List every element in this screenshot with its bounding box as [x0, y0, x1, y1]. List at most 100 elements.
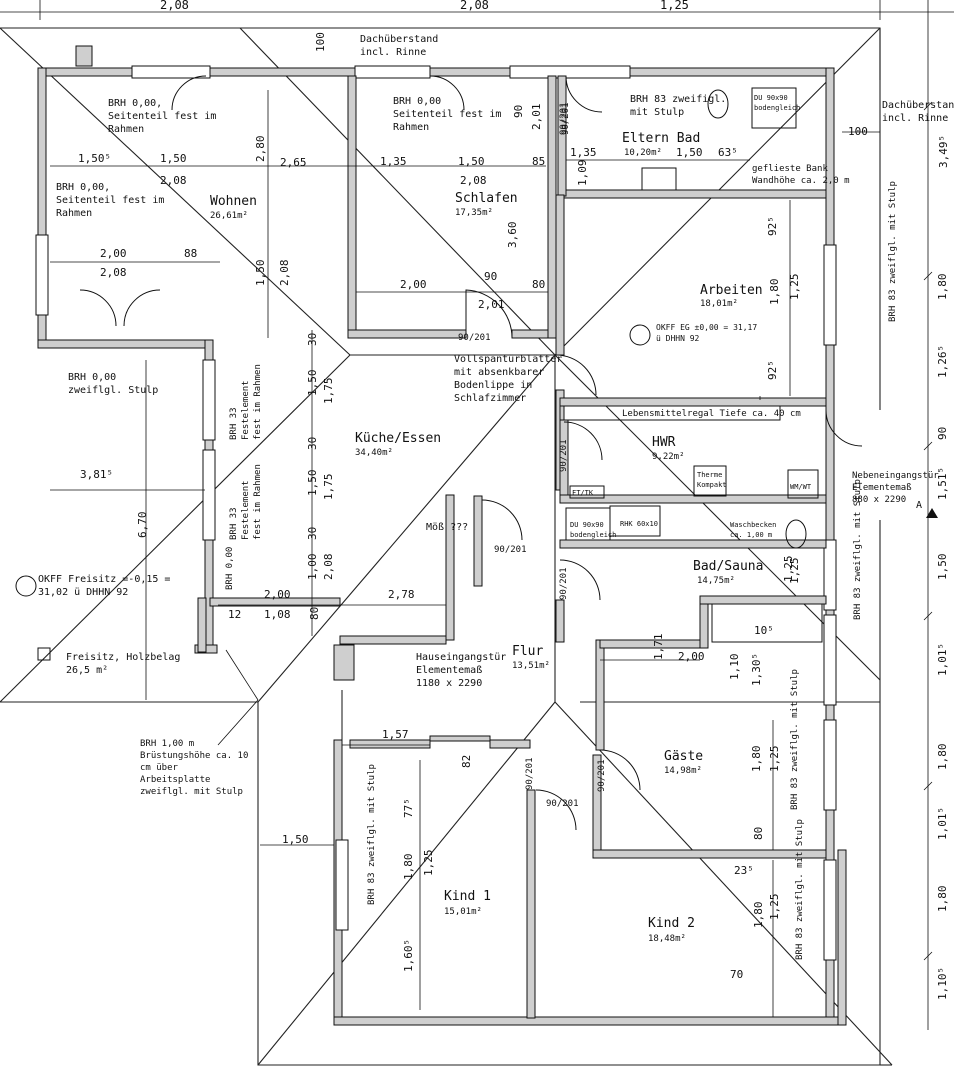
dimension-label: 1,25 [768, 746, 781, 773]
annotation-moeb: Möß ??? [426, 522, 468, 533]
dimension-label: 1,60⁵ [402, 939, 415, 972]
section-mark: A [916, 500, 938, 518]
annotation-line: Rahmen [393, 122, 429, 133]
room-kind1-area: 15,01m² [444, 907, 482, 917]
annotation-line: ca. 1,00 m [730, 531, 772, 539]
annotation-line: Schlafzimmer [454, 393, 526, 404]
annotation-line: geflieste Bank [752, 164, 828, 174]
top-dim-2: 2,08 [460, 0, 489, 12]
annotation-line: Arbeitsplatte [140, 775, 210, 785]
annotation-line: RHK 60x10 [620, 520, 658, 528]
dimension-label: 30 [306, 333, 319, 346]
dimension-label: 2,00 [100, 247, 127, 260]
dimension-label: 1,80 [768, 279, 781, 306]
annotation-line: Elementemaß [416, 665, 482, 676]
annotation-regal: Lebensmittelregal Tiefe ca. 40 cm [622, 409, 801, 419]
annotation-line: Waschbecken [730, 521, 776, 529]
annotation-line: DU 90x90 [754, 94, 788, 102]
annotation-line: Seitenteil fest im [393, 109, 501, 120]
dimension-label: 2,08 [322, 554, 335, 581]
dimension-label: 1,75 [322, 378, 335, 405]
room-hwr-name: HWR [652, 435, 676, 450]
dimension-label: 2,00 [400, 278, 427, 291]
dimension-label: 1,25 [782, 556, 795, 583]
dimension-label: 1,08 [264, 608, 291, 621]
top-dimension-strip: 2,08 2,08 1,25 [0, 0, 954, 20]
dimension-label: 90 [936, 427, 949, 440]
dimension-label: 1,50 [306, 370, 319, 397]
dimension-label: 1,80 [750, 746, 763, 773]
room-kind1-name: Kind 1 [444, 889, 491, 904]
dimension-label: 2,78 [388, 588, 415, 601]
dimension-label: 1,10 [728, 654, 741, 681]
dimension-label: 100 [314, 32, 327, 52]
dimension-label: 90 [484, 270, 497, 283]
room-elternbad-name: Eltern Bad [622, 131, 700, 146]
annotation-line: 880 x 2290 [852, 495, 906, 505]
dimension-label: 92⁵ [766, 360, 779, 380]
dimension-label: 1,50 [160, 152, 187, 165]
dimension-label: 2,01 [530, 104, 543, 131]
dimension-label: 100 [848, 125, 868, 138]
room-elternbad-area: 10,20m² [624, 148, 662, 158]
dimension-label: 1,50 [676, 146, 703, 159]
annotation-brh-0-small: BRH 0,00 [225, 547, 235, 590]
room-labels: Wohnen 26,61m² Schlafen 17,35m² Eltern B… [210, 131, 763, 944]
annotation-line: DU 90x90 [570, 521, 604, 529]
dimension-label: 6,70 [136, 512, 149, 539]
door-label-d-schlafen: 90/201 [561, 102, 571, 135]
dimension-label: 3,60 [506, 222, 519, 249]
annotation-rhk: RHK 60x10 [620, 520, 658, 528]
annotation-line: Rahmen [56, 208, 92, 219]
fixtures [15, 87, 823, 661]
annotation-line: Festelement [241, 380, 251, 440]
room-gaeste-name: Gäste [664, 749, 703, 764]
dimension-label: 63⁵ [718, 146, 738, 159]
dimension-label: 2,65 [280, 156, 307, 169]
top-dim-3: 1,25 [660, 0, 689, 12]
dimension-label: 80 [532, 278, 545, 291]
door-label-d-gaeste: 90/201 [597, 759, 607, 792]
dimension-label: 3,81⁵ [80, 468, 113, 481]
dimension-label: 2,08 [278, 260, 291, 287]
annotation-line: OKFF EG ±0,00 = 31,17 [656, 323, 757, 332]
dimension-label: 2,01 [478, 298, 505, 311]
room-arbeiten-area: 18,01m² [700, 299, 738, 309]
room-flur-name: Flur [512, 644, 543, 659]
annotation-line: BRH 33 [229, 407, 239, 440]
dimension-label: 2,00 [264, 588, 291, 601]
dimension-label: 2,80 [254, 136, 267, 163]
room-badsauna-name: Bad/Sauna [693, 559, 763, 574]
door-label-d-hwr: 90/201 [559, 439, 569, 472]
roof-note-line: incl. Rinne [360, 47, 426, 58]
annotation-line: ü DHHN 92 [656, 334, 700, 343]
annotation-ft-tk: FT/TK [572, 489, 594, 497]
annotation-line: BRH 0,00 [225, 547, 235, 590]
annotation-line: 1180 x 2290 [416, 678, 482, 689]
dimension-label: 1,26⁵ [936, 345, 949, 378]
annotation-line: BRH 0,00, [108, 98, 162, 109]
dimension-label: 1,50 [282, 833, 309, 846]
windows [35, 65, 837, 961]
dimension-label: 90 [512, 105, 525, 118]
dimension-label: 30 [306, 527, 319, 540]
dimension-label: 1,80 [936, 274, 949, 301]
annotation-line: BRH 1,00 m [140, 739, 194, 749]
annotation-line: cm über [140, 763, 179, 773]
dimension-label: 1,80 [936, 886, 949, 913]
dimension-label: 1,25 [788, 558, 801, 585]
interior-walls [339, 75, 827, 1019]
room-wohnen-area: 26,61m² [210, 211, 248, 221]
